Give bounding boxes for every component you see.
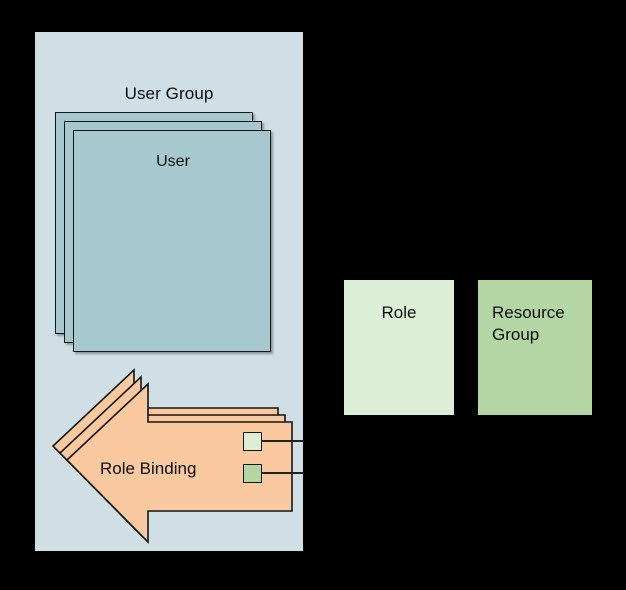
role-box-label: Role	[381, 303, 417, 322]
role-binding-role-port[interactable]	[243, 432, 262, 451]
user-card-front[interactable]: User	[73, 130, 271, 352]
user-group-label: User Group	[124, 84, 214, 103]
connector-to-resource-group	[261, 472, 304, 474]
resource-group-box[interactable]: Resource Group	[478, 280, 592, 415]
user-card-stack: User	[55, 112, 292, 360]
connector-to-role	[261, 440, 304, 442]
resource-group-box-label: Resource Group	[492, 303, 565, 345]
role-binding-label: Role Binding	[100, 459, 197, 478]
user-card-label: User	[156, 153, 190, 170]
role-binding-resource-port[interactable]	[243, 464, 262, 483]
role-binding-arrow-front[interactable]	[62, 380, 293, 544]
role-binding-stack: Role Binding	[48, 366, 293, 544]
role-box[interactable]: Role	[344, 280, 454, 415]
